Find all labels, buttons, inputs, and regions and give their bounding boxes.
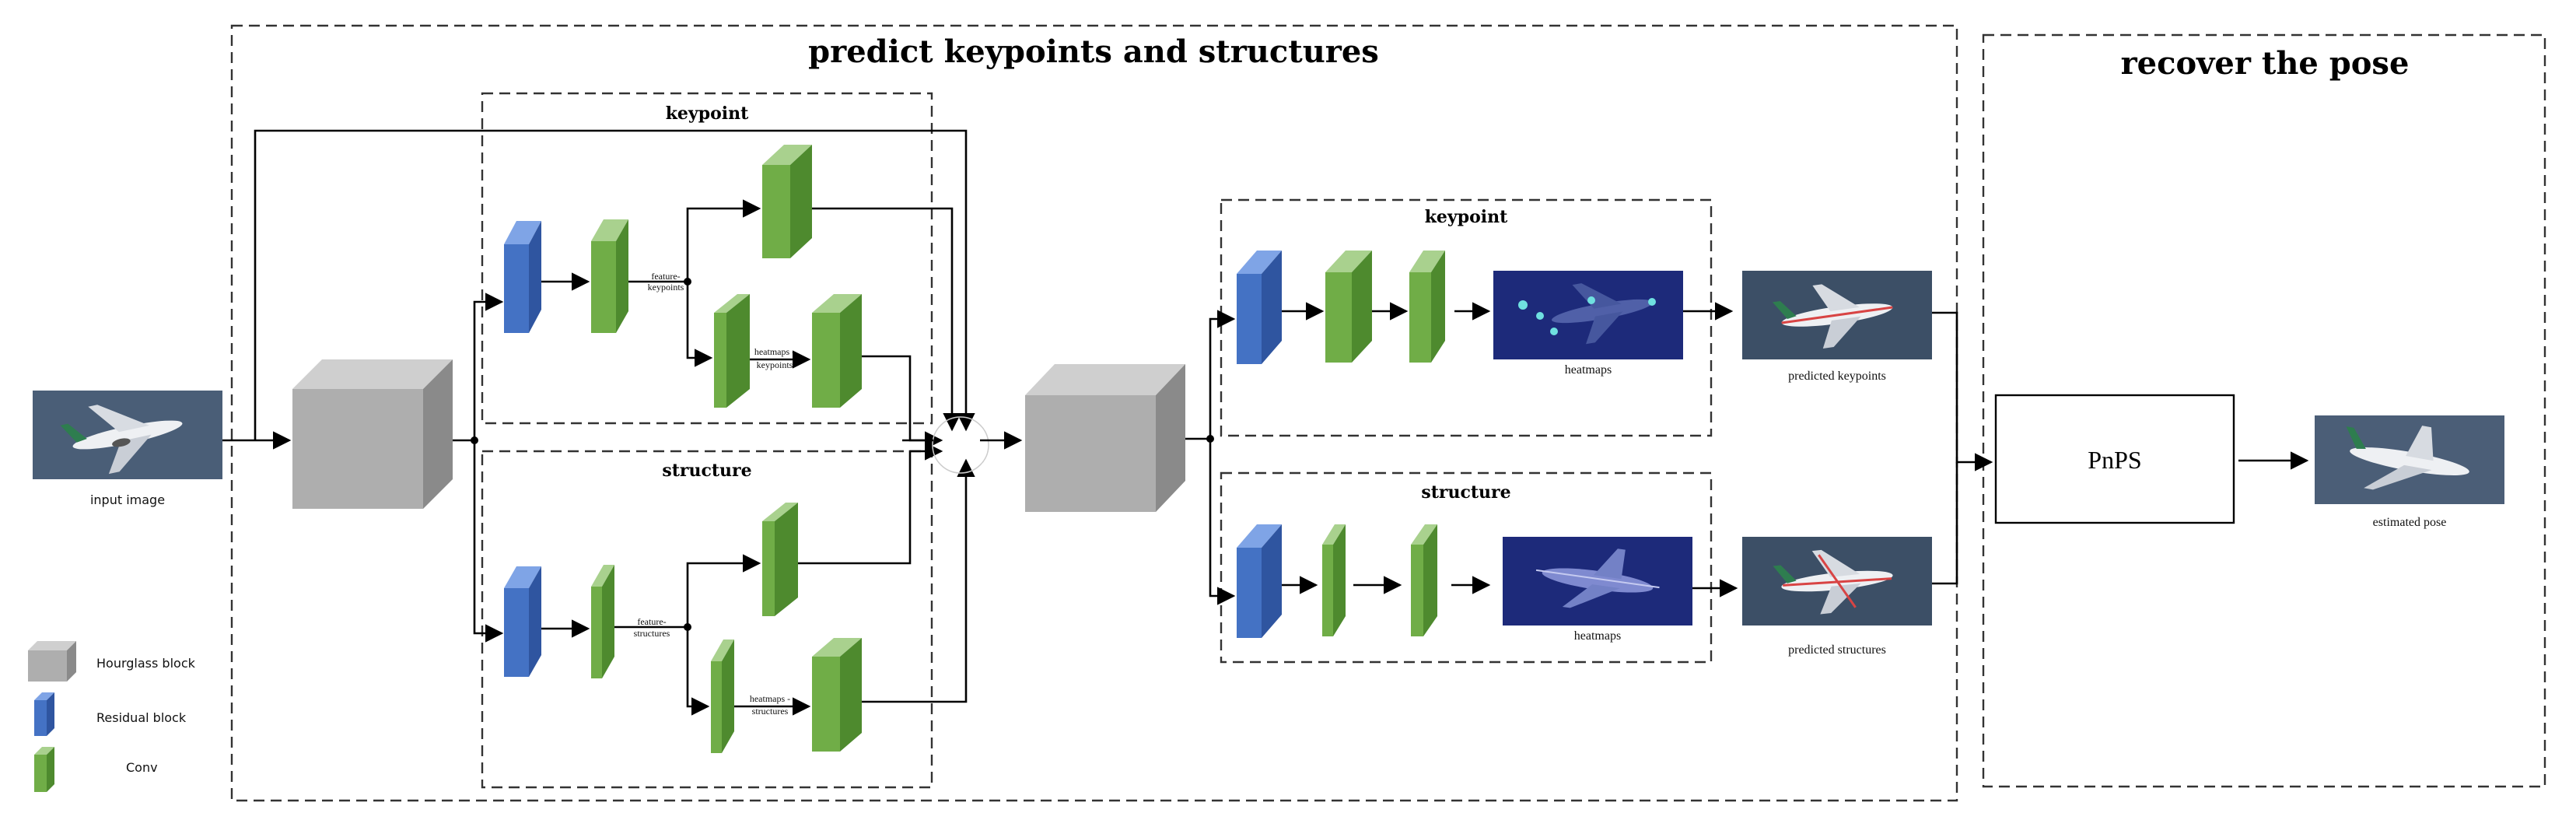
- skip-connection-arrow: [254, 129, 975, 440]
- legend-hourglass-label: Hourglass block: [96, 656, 196, 671]
- st-feature-up-arrow: [686, 554, 761, 627]
- stage2-structure-label: structure: [1421, 482, 1510, 503]
- pnps-box: [1994, 394, 2235, 524]
- predict-section-title: predict keypoints and structures: [808, 33, 1379, 70]
- conv-block-st2: [1322, 524, 1346, 636]
- residual-block-st2: [1237, 524, 1282, 638]
- feature-keypoints-label-1: feature-: [651, 271, 680, 282]
- estimated-pose-image: [2315, 415, 2504, 504]
- pnps-label: PnPS: [2088, 446, 2141, 474]
- conv-block-st-heat1: [711, 640, 734, 753]
- hourglass-block-1: [292, 359, 453, 509]
- conv-block-st-heat2: [812, 638, 862, 752]
- kp-feature-down-arrow: [686, 282, 713, 367]
- predicted-structures-label: predicted structures: [1788, 643, 1886, 657]
- kp-feature-up-arrow: [686, 199, 761, 282]
- recover-section-border: [1982, 33, 2546, 788]
- residual-block-st1: [504, 566, 541, 677]
- conv-block-kp2: [1325, 251, 1372, 363]
- legend-hourglass-icon: [28, 641, 76, 682]
- stage2-keypoint-label: keypoint: [1425, 207, 1508, 227]
- input-image: [33, 391, 222, 479]
- conv-block-kp-heat2: [812, 294, 862, 408]
- input-image-label: input image: [90, 492, 165, 507]
- estimated-pose-label: estimated pose: [2373, 516, 2447, 529]
- residual-block-kp2: [1237, 251, 1282, 364]
- legend-residual-icon: [34, 692, 54, 736]
- stage1-structure-box: [481, 450, 933, 789]
- predicted-structures-image: [1742, 537, 1932, 626]
- st-feature-to-merge-arrow: [798, 442, 943, 565]
- heatmaps-keypoints-label-1: heatmaps -: [754, 346, 795, 357]
- st-feature-down-arrow: [686, 627, 710, 716]
- heatmaps-structures-label-1: heatmaps -: [750, 693, 790, 704]
- conv-block-kp-heat1: [714, 294, 750, 408]
- st-heat-to-merge-arrow: [862, 458, 975, 703]
- structure-heatmap-image: [1503, 537, 1692, 626]
- conv-block-st2b: [1411, 524, 1437, 636]
- predicted-st-to-pnps-line: [1932, 462, 1958, 585]
- feature-keypoints-label-2: keypoints: [648, 282, 684, 293]
- predicted-keypoints-image: [1742, 271, 1932, 359]
- kp-heat-to-merge-arrow: [862, 355, 943, 450]
- legend-conv-label: Conv: [126, 760, 158, 775]
- feature-structures-label-2: structures: [634, 628, 670, 639]
- heatmaps-keypoints-label-2: keypoints: [757, 359, 793, 370]
- legend-residual-label: Residual block: [96, 710, 187, 725]
- to-stage2-structure-arrow: [1209, 439, 1236, 605]
- legend: Hourglass block Residual block Conv: [28, 641, 196, 792]
- hourglass-block-2: [1025, 364, 1185, 512]
- stage2-keypoint-box: [1220, 198, 1713, 437]
- residual-block-kp1: [504, 221, 541, 333]
- recover-section-title: recover the pose: [2121, 45, 2410, 82]
- to-stage2-keypoint-arrow: [1209, 310, 1236, 439]
- stage1-keypoint-label: keypoint: [666, 103, 749, 124]
- merge-node: [932, 416, 989, 474]
- conv-block-st-feature: [762, 503, 798, 616]
- stage1-structure-label: structure: [662, 461, 751, 481]
- predicted-kp-to-pnps-arrow: [1932, 311, 1993, 471]
- stage2-structure-box: [1220, 471, 1713, 664]
- keypoint-heatmap-image: [1493, 271, 1683, 359]
- conv-block-kp2b: [1409, 251, 1445, 363]
- heatmaps-kp-label: heatmaps: [1565, 363, 1612, 377]
- conv-block-st1: [591, 565, 614, 678]
- legend-conv-icon: [34, 747, 54, 792]
- to-keypoint-branch-arrow: [473, 293, 504, 440]
- kp-feature-to-merge-arrow: [812, 207, 961, 432]
- conv-block-kp1: [591, 219, 628, 333]
- feature-structures-label-1: feature-: [637, 616, 666, 627]
- stage1-keypoint-box: [481, 92, 933, 425]
- conv-block-kp-feature: [762, 145, 812, 258]
- heatmaps-st-label: heatmaps: [1574, 629, 1621, 643]
- heatmaps-structures-label-2: structures: [752, 706, 789, 717]
- to-structure-branch-arrow: [473, 440, 504, 643]
- predicted-keypoints-label: predicted keypoints: [1788, 370, 1886, 383]
